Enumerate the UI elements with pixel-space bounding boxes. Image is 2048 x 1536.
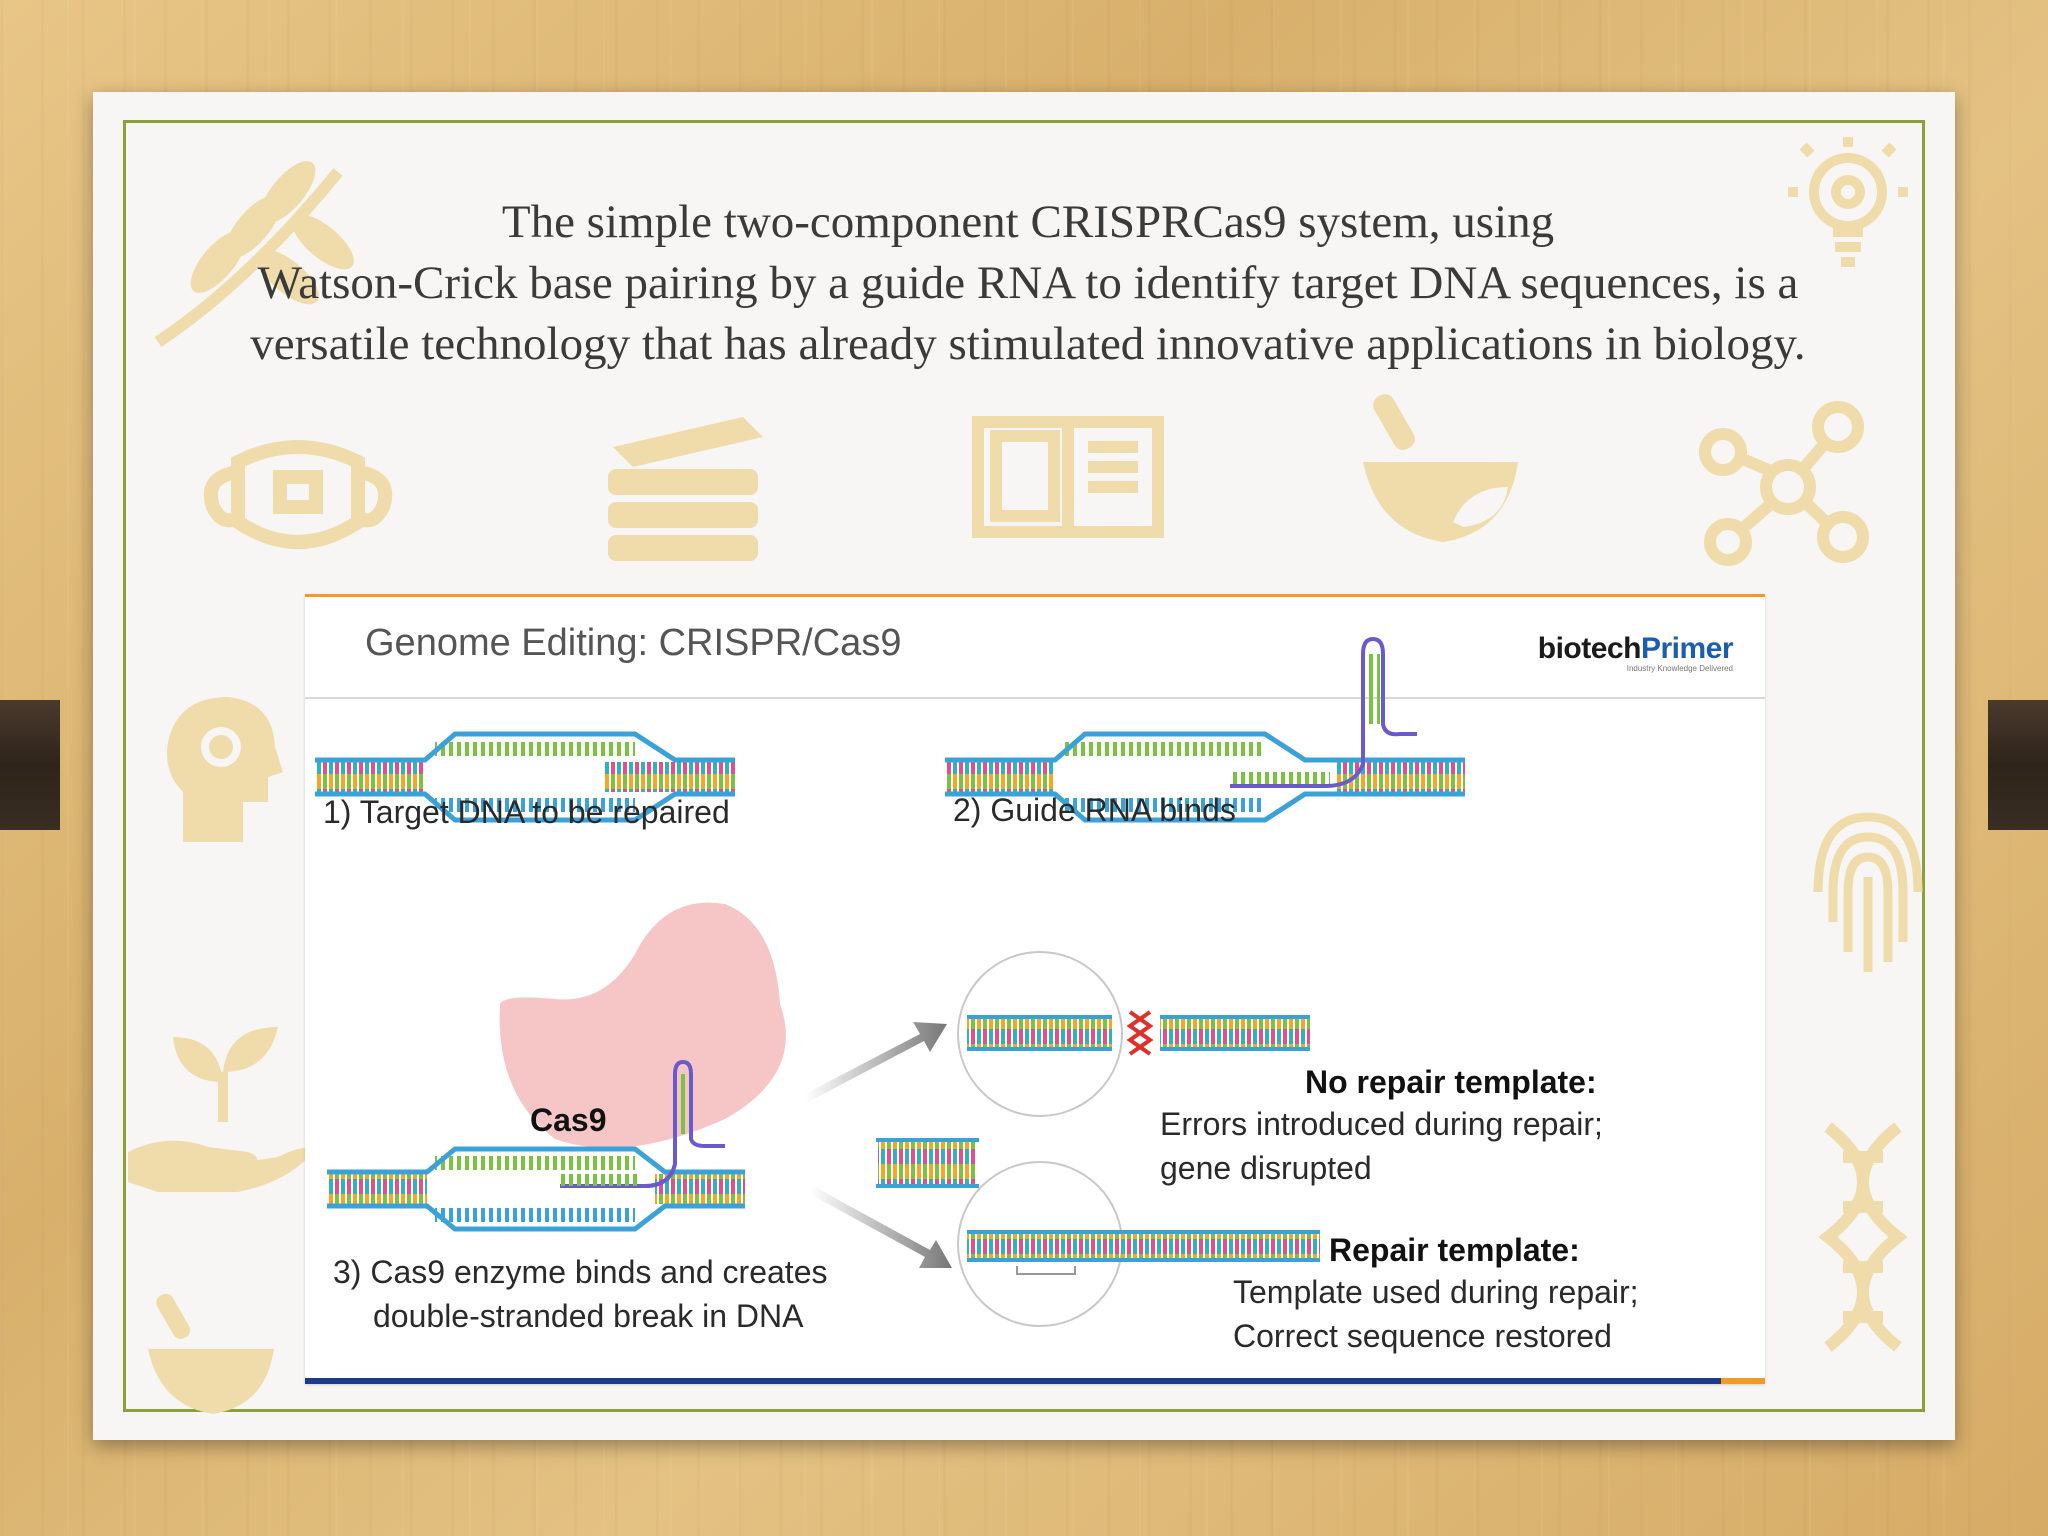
crispr-figure: Genome Editing: CRISPR/Cas9 biotechPrime…: [305, 594, 1765, 1384]
outcome-arrows: [805, 1022, 952, 1268]
step2-dna: [945, 636, 1465, 823]
repair-template-strand: [876, 1138, 979, 1188]
step1-dna: [315, 731, 735, 823]
headline-line-3: versatile technology that has already st…: [250, 318, 1806, 370]
biotech-primer-logo: biotechPrimer Industry Knowledge Deliver…: [1537, 632, 1734, 673]
template-line2: Correct sequence restored: [1233, 1318, 1612, 1354]
slide: The simple two-component CRISPRCas9 syst…: [93, 92, 1955, 1440]
logo-text-primer: Primer: [1640, 632, 1734, 665]
face-mask-icon: [203, 440, 393, 549]
figure-header-rule: [305, 697, 1765, 699]
outcome-no-template: [957, 951, 1310, 1117]
wheat-icon: [154, 161, 354, 347]
outcome-with-template: [957, 1161, 1320, 1327]
mortar-pestle-icon: [148, 1293, 274, 1414]
logo-text-biotech: biotech: [1537, 632, 1642, 665]
headline: The simple two-component CRISPRCas9 syst…: [228, 192, 1828, 375]
figure-title: Genome Editing: CRISPR/Cas9: [365, 622, 902, 664]
hand-plant-icon: [128, 1027, 313, 1192]
slide-border: [123, 120, 1925, 1412]
no-template-title: No repair template:: [1305, 1064, 1597, 1100]
headline-line-2: Watson-Crick base pairing by a guide RNA…: [257, 257, 1799, 309]
books-icon: [608, 417, 763, 561]
step3-cas9-complex: [327, 902, 786, 1232]
fingerprint-icon: [1813, 812, 1923, 972]
template-title: Repair template:: [1329, 1232, 1580, 1268]
headline-line-1: The simple two-component CRISPRCas9 syst…: [501, 196, 1555, 248]
template-line1: Template used during repair;: [1233, 1274, 1639, 1310]
step2-label: 2) Guide RNA binds: [953, 792, 1236, 828]
figure-top-accent: [305, 594, 1765, 597]
step3-label-line2: double-stranded break in DNA: [373, 1298, 804, 1334]
left-strap: [0, 700, 60, 830]
figure-bottom-accent: [305, 1378, 1765, 1384]
right-strap: [1988, 700, 2048, 830]
step3-label-line1: 3) Cas9 enzyme binds and creates: [333, 1254, 828, 1290]
network-icon: [1699, 401, 1869, 566]
no-template-line1: Errors introduced during repair;: [1160, 1106, 1603, 1142]
dna-icon: [1818, 1122, 1908, 1352]
lightbulb-gear-icon: [1788, 137, 1908, 267]
head-lightbulb-icon: [167, 697, 283, 842]
open-book-icon: [972, 416, 1164, 538]
step1-label: 1) Target DNA to be repaired: [323, 794, 730, 830]
crispr-diagram: [315, 636, 1465, 1327]
logo-tagline: Industry Knowledge Delivered: [1626, 664, 1733, 673]
cas9-label: Cas9: [530, 1102, 607, 1138]
no-template-line2: gene disrupted: [1160, 1150, 1372, 1186]
mortar-pestle-icon: [1363, 394, 1518, 542]
